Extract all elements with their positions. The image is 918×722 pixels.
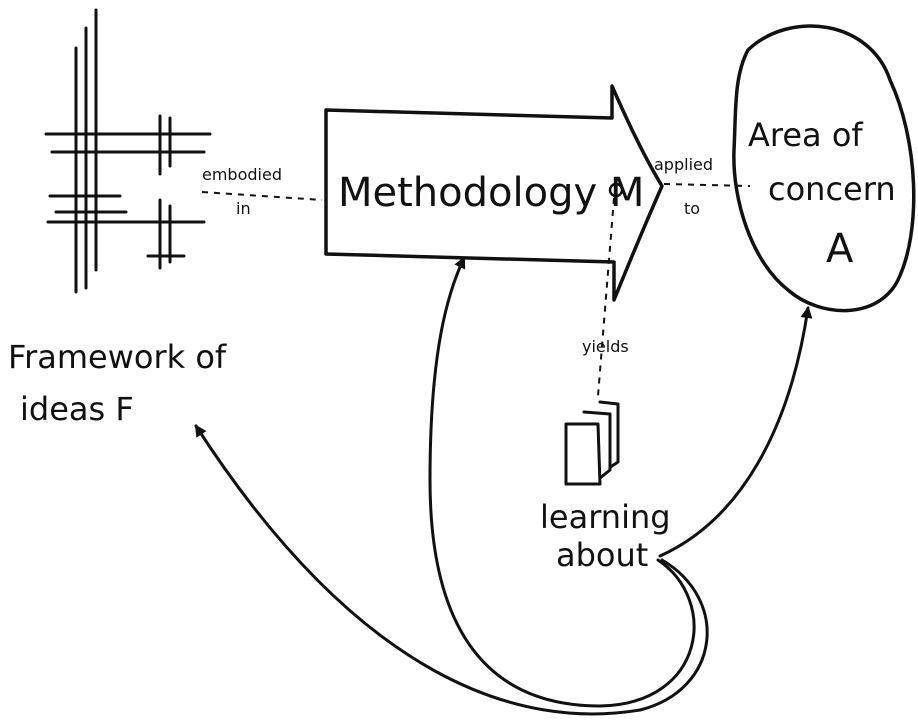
yields-connector [597, 197, 615, 397]
learning-label: learning [540, 498, 671, 536]
embodied-label: embodied [202, 165, 282, 184]
framework-line2-label: ideas F [20, 390, 134, 428]
feedback-arrow-to-framework [194, 424, 709, 716]
yields-label: yields [582, 337, 629, 356]
area-of-concern-blob [732, 24, 916, 313]
in-label: in [236, 199, 251, 218]
applied-label: applied [654, 155, 713, 174]
framework-grid-icon [44, 8, 212, 294]
about-label: about [556, 536, 648, 574]
area-letter-label: A [826, 226, 854, 272]
embodied-in-connector [201, 191, 323, 201]
methodology-subscript-mark [608, 182, 624, 198]
methodology-arrow-shape [324, 84, 664, 302]
to-label: to [684, 199, 700, 218]
area-line2-label: concern [768, 170, 896, 208]
feedback-arrow-to-methodology [428, 256, 696, 708]
framework-line1-label: Framework of [8, 338, 227, 376]
methodology-label: Methodology M [338, 170, 644, 216]
documents-stack-icon [564, 400, 620, 486]
feedback-arrow-to-area [658, 306, 813, 558]
applied-to-connector [663, 183, 751, 187]
area-line1-label: Area of [748, 116, 863, 154]
